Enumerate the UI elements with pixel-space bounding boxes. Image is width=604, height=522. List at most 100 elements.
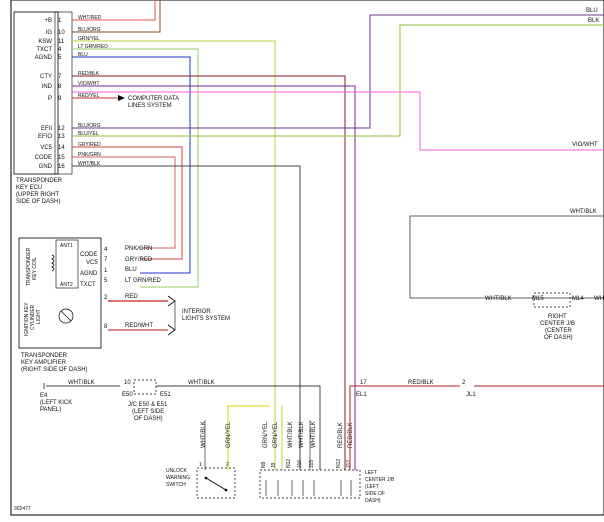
j10-label: 10 [124,380,131,386]
ecu-pin-number: 7 [58,74,62,80]
ecu-pin-number: 10 [58,30,65,36]
vwire-4: GRN/YEL [273,421,279,448]
ecu-wire-color: BLU/ORG [78,27,101,33]
wire-vio-wht-right [72,91,604,151]
ecu-name-4: SIDE OF DASH) [16,199,60,205]
vwire-1: WHT/BLK [201,421,207,448]
ecu-pin-label: EFIO [38,134,52,140]
vpin-j15: J15 [309,460,315,468]
light-pin-8: 8 [104,324,108,330]
ecu-pin-label: KSW [38,39,52,45]
switch-icon [205,477,227,491]
wire-grn-yel-switch [227,405,270,470]
wire-wht-blk [72,165,301,470]
ljb-4: SIDE OF [365,491,385,497]
el1-label: EL1 [356,392,367,398]
light-wire-red: RED [125,294,138,300]
amp-num-7: 7 [104,257,108,263]
vpin-n12b: N12 [336,459,342,468]
jc-label-3: OF DASH) [134,416,163,422]
left-jb-box [259,469,361,499]
wire-wht-red [72,0,156,21]
e4-loc-1: (LEFT KICK [40,400,72,406]
coil-label-1: TRANSPONDER [26,247,32,286]
amp-name-1: TRANSPONDER [21,353,68,359]
arrow-computer-data [118,95,125,101]
ecu-name-1: TRANSPONDER [16,178,63,184]
unlock-3: SWITCH [166,482,186,488]
diagram-id: 302477 [14,506,31,512]
ecu-wire-color: GRN/YEL [78,36,100,42]
vpin-j9: J9 [271,463,277,469]
amp-num-4: 4 [104,247,108,253]
ecu-pin-number: 1 [58,18,62,24]
vwire-7: WHT/BLK [311,421,317,448]
amp-num-5: 5 [104,278,108,284]
ecu-pin-label: CTY [40,74,52,80]
whtblk-2: WHT/BLK [188,380,215,386]
e50-label: E50 [122,392,133,398]
coil-icon [51,254,55,272]
ant1-label: ANT1 [60,243,73,249]
ecu-pin-number: 11 [58,39,65,45]
ecu-pin-label: EFII [41,126,52,132]
top-blk-label: BLK [588,18,599,24]
vwire-2: GRN/YEL [226,421,232,448]
ecu-pin-label: CODE [35,155,52,161]
top-blu-label: BLU [586,8,598,14]
wire-gry-red [72,146,183,260]
amp-pin-txct: TXCT [80,282,96,288]
vpin-2: 2 [226,462,229,468]
vpin-n9: N9 [261,461,267,468]
lamp-icon [58,308,74,324]
light-wires: RED RED/WHT INTERIOR LIGHTS SYSTEM [108,294,230,336]
ljb-1: LEFT [365,470,377,476]
vpin-1: 1 [199,462,202,468]
jc-label-1: J/C E50 & E51 [128,402,168,408]
ecu-wire-color: PNK/GRN [78,152,101,158]
vpin-n12: N12 [286,459,292,468]
jc-label-2: (LEFT SIDE [132,409,164,415]
ecu-name-2: KEY ECU [16,185,42,191]
amp-wire-blu: BLU [125,267,137,273]
wht-label: WH [594,296,604,302]
ecu-pin-label: IG [46,30,53,36]
ecu-wire-color: BLU/YEL [78,131,99,137]
ecu-pin-number: 8 [58,84,62,90]
amp-name-3: (RIGHT SIDE OF DASH) [21,367,88,373]
wire-blu-org-2 [72,14,604,129]
ecu-wire-color: BLU/ORG [78,123,101,129]
ecu-name-3: (UPPER RIGHT [16,192,59,198]
unlock-1: UNLOCK [166,468,188,474]
right-jb-name-4: OF DASH) [544,335,573,341]
interior-1: INTERIOR [182,309,211,315]
ecu-pin-number: 12 [58,126,65,132]
ecu-wire-color: WHT/BLK [78,161,101,167]
wire-red-blk-bottom [349,385,460,470]
unlock-switch-box [196,467,236,499]
ecu-pin-label: GND [39,164,53,170]
vwire-8: RED/BLK [338,422,344,448]
ecu-wire-color: RED/BLK [78,71,100,77]
vpin-j16: J16 [297,460,303,468]
right-jb-name-3: (CENTER [545,328,572,334]
coil-label-2: KEY COIL [32,257,38,280]
wire-blu-yel [72,24,604,137]
vwire-6: WHT/BLK [299,421,305,448]
wire-pnk-grn [72,156,176,249]
wire-blu-org-1 [72,0,161,33]
interior-2: LIGHTS SYSTEM [182,316,230,322]
ecu-wire-color: BLU [78,52,88,58]
ecu-wire-color: GRY/RED [78,142,101,148]
ljb-2: CENTER J/B [365,477,395,483]
computer-data-2: LINES SYSTEM [128,103,172,109]
bottom-section: E4 (LEFT KICK PANEL) WHT/BLK 10 E50 E51 … [40,379,604,504]
vpin-j12: J12 [346,460,352,468]
diagram-frame [10,0,604,516]
amp-pin-code: CODE [80,252,97,258]
amp-pin-vc5: VC5 [86,260,98,266]
amp-wire-pnk: PNK/GRN [125,246,152,252]
right-jb-name-2: CENTER J/B [540,321,575,327]
